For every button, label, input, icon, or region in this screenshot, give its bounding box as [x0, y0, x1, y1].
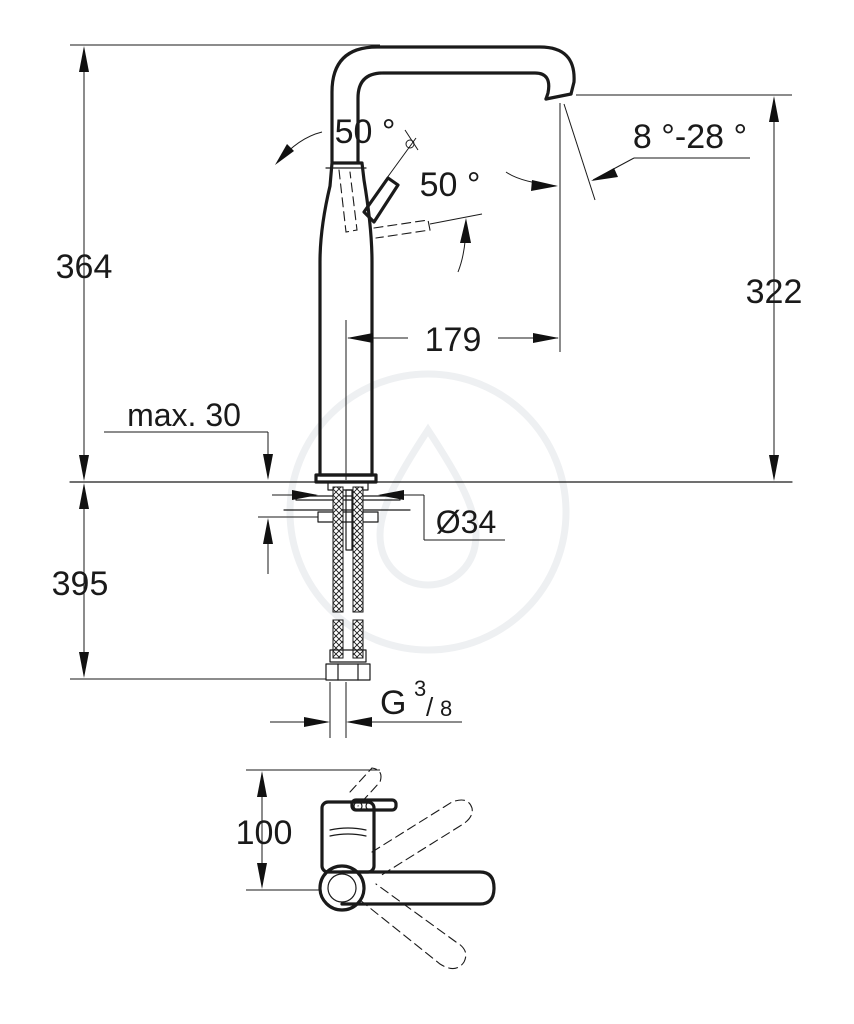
below-counter-label: 395 — [52, 565, 109, 603]
dimension-lever-depth — [246, 769, 380, 891]
dimension-hole-diameter — [272, 490, 505, 541]
dimension-connection-thread — [270, 682, 462, 738]
hose-right-lower — [352, 619, 364, 659]
lever-front-ghost — [373, 219, 431, 239]
lever-rear-angle-label: 50 ° — [335, 113, 396, 151]
lever-front-extension — [429, 213, 483, 225]
lever-rear-extension — [383, 137, 417, 183]
dimension-below-counter — [70, 483, 326, 680]
top-view-spout — [340, 870, 496, 906]
dimension-lever-rear-angle — [275, 131, 323, 165]
spout-outlet — [544, 92, 573, 101]
dimension-spout-tilt — [505, 103, 750, 201]
top-view-body — [320, 800, 376, 874]
hose-left-lower — [332, 619, 344, 659]
hole-diameter-label: Ø34 — [436, 504, 496, 540]
connection-thread-denominator: 8 — [440, 696, 452, 721]
connection-thread-numerator: 3 — [414, 676, 426, 701]
spout-outer — [330, 45, 576, 164]
lever-rear-ghost — [338, 169, 358, 233]
dimension-reach — [345, 103, 561, 480]
faucet-top-view — [318, 767, 496, 970]
lever-depth-label: 100 — [236, 814, 293, 852]
reach-label: 179 — [425, 321, 482, 359]
faucet-side-view — [283, 45, 576, 681]
top-view-spout-base — [318, 864, 366, 912]
spout-height-label: 322 — [746, 273, 803, 311]
hose-right-upper — [352, 486, 364, 613]
lever-handle — [362, 176, 400, 224]
dimension-counter-thickness — [104, 431, 318, 574]
hose-connector — [329, 649, 367, 663]
connection-thread-slash: / — [426, 692, 434, 722]
connection-nut — [325, 663, 371, 681]
hose-left-upper — [332, 486, 344, 613]
spout-inner — [356, 71, 551, 164]
dimension-lever-front-angle — [457, 218, 471, 273]
counter-thickness-label: max. 30 — [127, 397, 241, 433]
faucet-body — [318, 161, 374, 477]
dimension-total-height — [70, 44, 380, 481]
connection-thread-label: G — [380, 684, 406, 722]
spout-tilt-label: 8 °-28 ° — [633, 118, 747, 156]
watermark-logo — [286, 370, 570, 654]
top-view-lever — [350, 798, 398, 812]
lever-front-angle-label: 50 ° — [420, 166, 481, 204]
total-height-label: 364 — [56, 248, 113, 286]
dimension-spout-height — [576, 94, 792, 481]
